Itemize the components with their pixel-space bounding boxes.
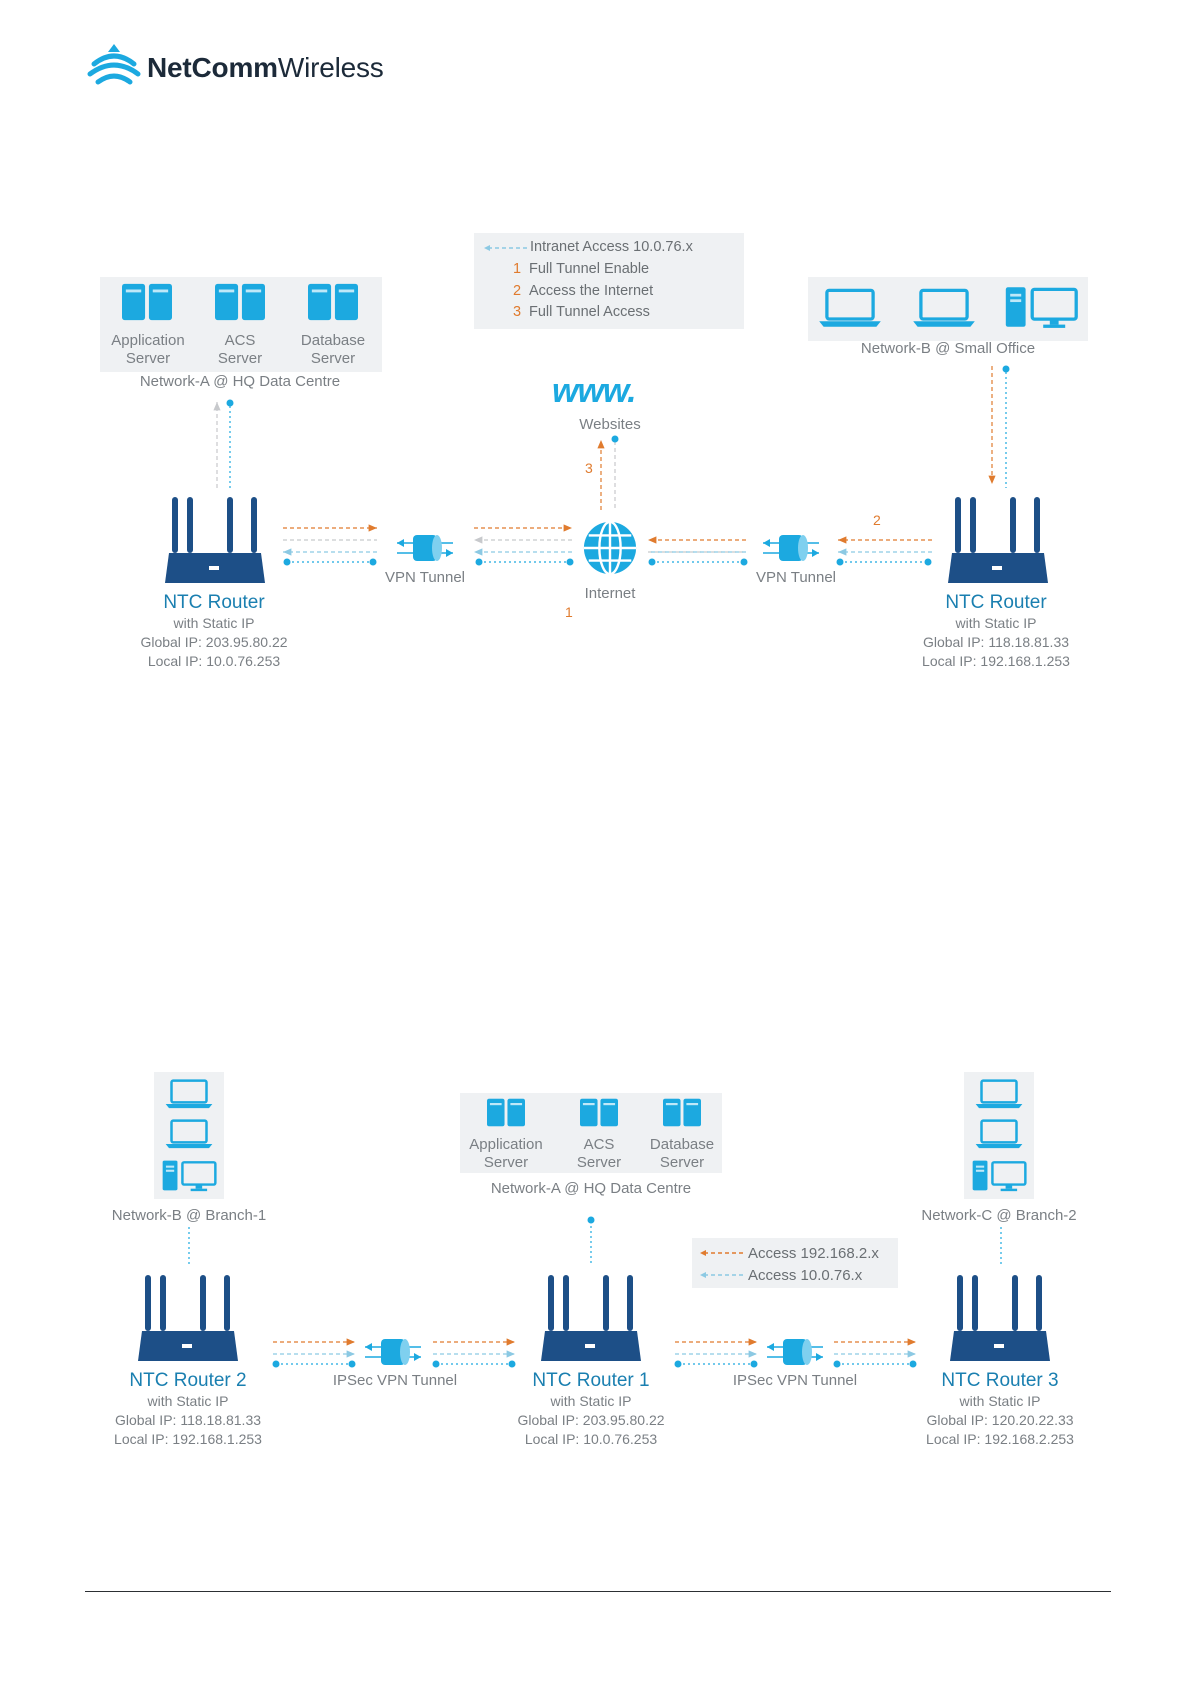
router-global-ip: Global IP: 203.95.80.22 <box>517 1412 665 1428</box>
server-label-line1: ACS <box>224 332 256 349</box>
router-title: NTC Router <box>163 592 265 613</box>
router-2-info: NTC Router 2 with Static IP Global IP: 1… <box>88 1370 288 1449</box>
diagram1-connectors <box>213 365 1010 566</box>
network-b-caption: Network-B @ Small Office <box>860 340 1036 357</box>
router-sub1: with Static IP <box>147 1393 229 1409</box>
legend-text: Full Tunnel Enable <box>529 261 650 277</box>
router-global-ip: Global IP: 118.18.81.33 <box>114 1412 262 1428</box>
legend-item-1: 1 Full Tunnel Enable <box>513 259 649 280</box>
legend-text: Full Tunnel Access <box>529 304 650 320</box>
legend-arrow-blue-icon <box>700 1272 744 1278</box>
router-local-ip: Local IP: 10.0.76.253 <box>147 653 281 669</box>
tunnel-label-right: IPSec VPN Tunnel <box>732 1372 858 1389</box>
internet-label: Internet <box>584 585 636 602</box>
router-right-info: NTC Router with Static IP Global IP: 118… <box>896 592 1096 671</box>
step-number-1: 1 <box>565 604 573 620</box>
router-global-ip: Global IP: 118.18.81.33 <box>922 634 1070 650</box>
server-label-line1: Database <box>300 332 366 349</box>
server-label-line1: Application <box>111 332 185 349</box>
brand-bold: NetComm <box>147 52 278 83</box>
router-global-ip: Global IP: 120.20.22.33 <box>926 1412 1074 1428</box>
router-sub1: with Static IP <box>959 1393 1041 1409</box>
diagram1-legend <box>474 233 744 329</box>
footer-divider <box>85 1591 1111 1592</box>
legend-text: Access the Internet <box>529 283 654 299</box>
network-a-caption: Network-A @ HQ Data Centre <box>139 373 341 390</box>
router-1-info: NTC Router 1 with Static IP Global IP: 2… <box>491 1370 691 1449</box>
step-number-3: 3 <box>585 460 593 476</box>
network-c-caption: Network-C @ Branch-2 <box>921 1207 1077 1224</box>
tunnel-label-left: IPSec VPN Tunnel <box>332 1372 458 1389</box>
websites-label: Websites <box>579 416 641 433</box>
legend-access-a: Access 192.168.2.x <box>748 1245 879 1262</box>
legend-arrow-orange-icon <box>700 1250 744 1256</box>
link-internet-to-tunnel-right <box>648 536 748 566</box>
router-local-ip: Local IP: 192.168.1.253 <box>114 1431 262 1447</box>
legend-num: 3 <box>513 304 522 320</box>
link-network-b-to-right-router <box>988 365 1010 488</box>
server-label-line2: Server <box>659 1154 705 1171</box>
brand-name: NetCommWireless <box>147 52 384 84</box>
tunnel-label-right: VPN Tunnel <box>755 569 837 586</box>
server-label-line2: Server <box>310 350 356 367</box>
legend-access-b: Access 10.0.76.x <box>748 1267 863 1284</box>
www-icon: www. <box>552 372 637 410</box>
router-left-info: NTC Router with Static IP Global IP: 203… <box>114 592 314 671</box>
server-label-line1: Application <box>469 1136 543 1153</box>
router-global-ip: Global IP: 203.95.80.22 <box>140 634 288 650</box>
router-title: NTC Router 1 <box>532 1370 650 1391</box>
brand-light: Wireless <box>277 52 384 83</box>
router-title: NTC Router 2 <box>129 1370 247 1391</box>
network-a-caption: Network-A @ HQ Data Centre <box>490 1180 692 1197</box>
router-3-info: NTC Router 3 with Static IP Global IP: 1… <box>900 1370 1100 1449</box>
tunnel-label-left: VPN Tunnel <box>384 569 466 586</box>
netcomm-logo-icon <box>87 44 141 85</box>
router-local-ip: Local IP: 192.168.1.253 <box>922 653 1070 669</box>
network-b-caption: Network-B @ Branch-1 <box>111 1207 267 1224</box>
server-label-line1: Database <box>649 1136 715 1153</box>
legend-num: 2 <box>513 283 522 299</box>
step-number-2: 2 <box>873 512 881 528</box>
router-sub1: with Static IP <box>173 615 255 631</box>
link-hq-to-router1 <box>587 1216 595 1266</box>
legend-intranet: Intranet Access 10.0.76.x <box>530 239 693 255</box>
legend-num: 1 <box>513 261 522 277</box>
server-label-line2: Server <box>483 1154 529 1171</box>
link-tunnel-to-right-router <box>836 536 932 566</box>
server-label-line2: Server <box>125 350 171 367</box>
router-title: NTC Router 3 <box>941 1370 1059 1391</box>
link-left-router-to-tunnel <box>283 524 377 566</box>
router-local-ip: Local IP: 10.0.76.253 <box>524 1431 658 1447</box>
legend-arrow-icon <box>484 245 528 251</box>
router-title: NTC Router <box>945 592 1047 613</box>
router-sub1: with Static IP <box>955 615 1037 631</box>
router-sub1: with Static IP <box>550 1393 632 1409</box>
router-local-ip: Local IP: 192.168.2.253 <box>926 1431 1074 1447</box>
link-router1-to-tunnel <box>674 1338 758 1368</box>
diagram2-legend <box>692 1238 898 1288</box>
diagram1-network-b-box <box>808 277 1088 341</box>
link-tunnel-to-internet-left <box>474 524 574 566</box>
server-label-line2: Server <box>217 350 263 367</box>
link-internet-to-websites <box>597 435 619 510</box>
server-label-line1: ACS <box>583 1136 615 1153</box>
server-label-line2: Server <box>576 1154 622 1171</box>
legend-item-3: 3 Full Tunnel Access <box>513 302 650 323</box>
link-tunnel-to-router1 <box>432 1338 516 1368</box>
link-left-router-to-network-a <box>213 399 234 488</box>
link-router2-to-tunnel <box>272 1338 356 1368</box>
legend-item-2: 2 Access the Internet <box>513 281 653 302</box>
link-tunnel-to-router3 <box>833 1338 917 1368</box>
